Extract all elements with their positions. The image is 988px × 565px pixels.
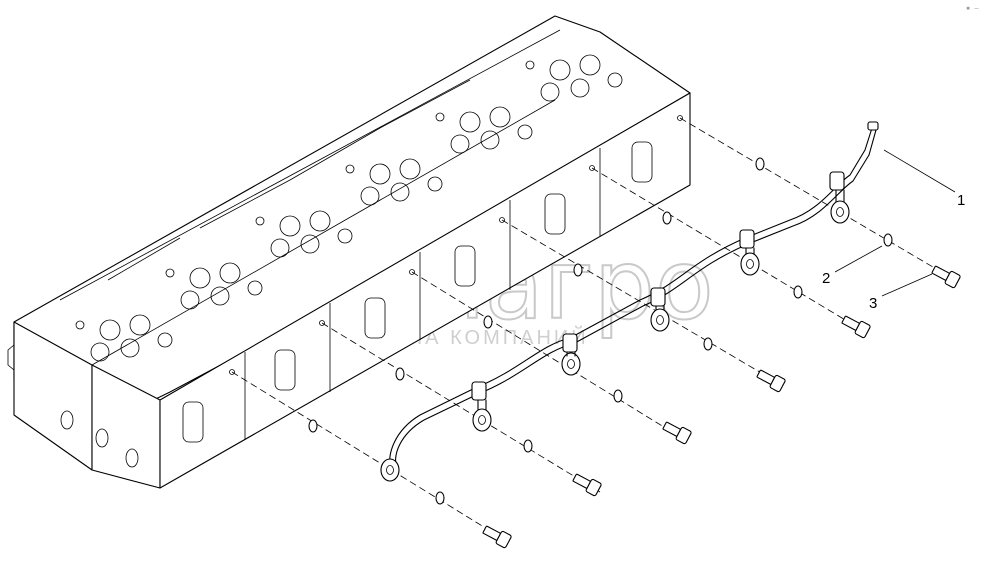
- banjo-fitting: [380, 458, 400, 482]
- sealing-washer: [662, 211, 672, 225]
- sealing-washer: [435, 491, 445, 505]
- valve-ports: [75, 54, 623, 362]
- sealing-washer: [395, 367, 405, 381]
- callout-label-3: 3: [869, 295, 877, 312]
- callout-label-2: 2: [822, 270, 830, 287]
- callout-leader-1: [883, 149, 956, 193]
- sealing-washer: [613, 389, 623, 403]
- sealing-washers: [308, 157, 893, 505]
- callout-label-1: 1: [957, 192, 965, 209]
- banjo-bolt: [841, 315, 871, 339]
- banjo-fitting: [650, 287, 670, 332]
- fuel-return-line: [380, 121, 879, 482]
- callout-leader-2: [834, 245, 883, 273]
- banjo-fitting: [739, 229, 760, 276]
- cylinder-head-assembly: [7, 15, 691, 489]
- sealing-washer: [883, 233, 893, 247]
- banjo-bolt: [662, 421, 692, 445]
- sealing-washer: [793, 285, 803, 299]
- sealing-washer: [308, 419, 318, 433]
- banjo-bolts: [482, 265, 961, 549]
- sealing-washer: [755, 157, 765, 171]
- banjo-bolt: [931, 265, 961, 289]
- banjo-bolt: [572, 473, 602, 497]
- callouts: 1 2 3: [822, 149, 965, 312]
- sealing-washer: [523, 439, 533, 453]
- banjo-bolt: [756, 369, 786, 393]
- banjo-fitting: [471, 381, 492, 432]
- sealing-washer: [703, 337, 713, 351]
- assembly-axis-lines: [231, 117, 956, 541]
- sealing-washer: [483, 315, 493, 329]
- banjo-fitting: [561, 333, 581, 376]
- banjo-fitting: [829, 171, 850, 224]
- banjo-bolt: [482, 525, 512, 549]
- corner-mark: ▪ ‒: [966, 4, 979, 12]
- callout-leader-3: [881, 273, 933, 297]
- sealing-washer: [573, 263, 583, 277]
